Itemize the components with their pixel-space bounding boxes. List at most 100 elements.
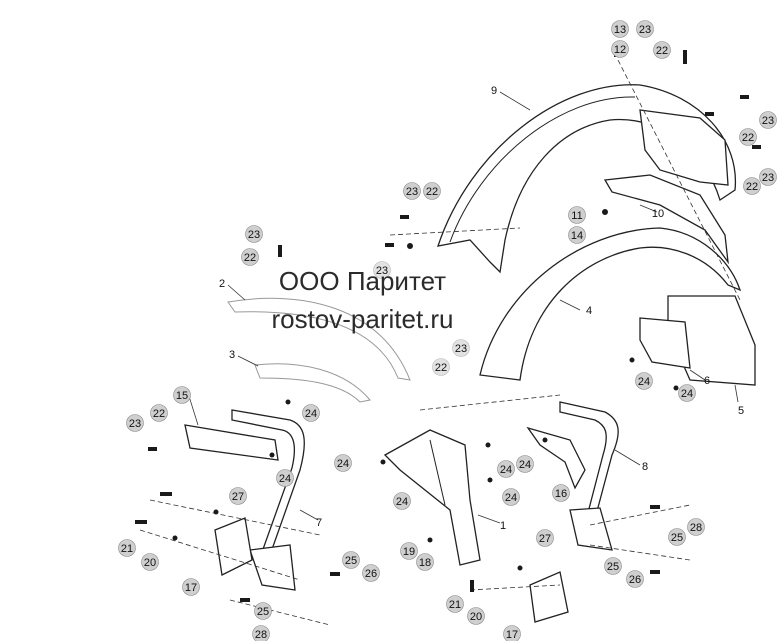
callout-27: 27 [536, 529, 554, 547]
panel-part-3 [254, 363, 371, 403]
callout-2: 2 [219, 278, 225, 290]
leader-lines [187, 91, 739, 524]
svg-text:22: 22 [244, 252, 256, 264]
callout-7: 7 [316, 517, 322, 529]
svg-text:23: 23 [762, 115, 774, 127]
svg-text:22: 22 [426, 186, 438, 198]
callout-24: 24 [502, 488, 520, 506]
svg-text:20: 20 [144, 557, 156, 569]
callout-25: 25 [342, 551, 360, 569]
callout-22: 22 [743, 177, 761, 195]
watermark-company: ООО Паритет [278, 266, 447, 296]
callout-11: 11 [568, 206, 586, 224]
svg-text:20: 20 [470, 611, 482, 623]
callout-16: 16 [552, 484, 570, 502]
callout-22: 22 [423, 182, 441, 200]
svg-text:17: 17 [506, 629, 518, 641]
callout-23: 23 [636, 20, 654, 38]
svg-text:22: 22 [153, 408, 165, 420]
svg-text:22: 22 [742, 132, 754, 144]
callout-9: 9 [491, 85, 497, 97]
svg-text:23: 23 [406, 186, 418, 198]
callout-8: 8 [642, 461, 648, 473]
callout-28: 28 [252, 625, 270, 641]
callout-26: 26 [626, 570, 644, 588]
svg-text:13: 13 [614, 24, 626, 36]
svg-text:23: 23 [762, 172, 774, 184]
callout-25: 25 [604, 557, 622, 575]
callout-27: 27 [229, 487, 247, 505]
svg-text:24: 24 [305, 408, 317, 420]
svg-text:22: 22 [746, 181, 758, 193]
callout-23: 23 [759, 168, 777, 186]
callout-3: 3 [229, 349, 235, 361]
svg-text:11: 11 [571, 210, 582, 222]
callout-10: 10 [652, 208, 664, 220]
svg-text:24: 24 [505, 492, 517, 504]
panel-part-2 [227, 297, 411, 381]
callout-12: 12 [611, 40, 629, 58]
callout-19: 19 [400, 542, 418, 560]
svg-text:19: 19 [403, 546, 415, 558]
callout-24: 24 [334, 454, 352, 472]
callout-24: 24 [635, 372, 653, 390]
fender-part-9 [437, 84, 737, 274]
callout-26: 26 [362, 564, 380, 582]
svg-text:21: 21 [121, 543, 133, 555]
svg-text:25: 25 [257, 606, 269, 618]
callout-25: 25 [254, 602, 272, 620]
bracket-part-6 [639, 317, 691, 369]
callout-17: 17 [182, 578, 200, 596]
callout-24: 24 [276, 469, 294, 487]
svg-text:26: 26 [629, 574, 641, 586]
plate-part-17-left [214, 517, 253, 576]
svg-text:28: 28 [255, 629, 267, 641]
central-bracket-part-1 [383, 429, 481, 566]
callout-22: 22 [739, 128, 757, 146]
svg-text:24: 24 [681, 388, 693, 400]
callout-4: 4 [586, 305, 592, 317]
callout-24: 24 [497, 460, 515, 478]
callout-15: 15 [173, 386, 191, 404]
svg-text:24: 24 [638, 376, 650, 388]
svg-text:27: 27 [539, 533, 551, 545]
svg-text:22: 22 [656, 45, 668, 57]
svg-text:23: 23 [376, 265, 388, 277]
svg-text:17: 17 [185, 582, 197, 594]
callout-24: 24 [678, 384, 696, 402]
svg-text:25: 25 [671, 532, 683, 544]
svg-text:12: 12 [614, 44, 626, 56]
svg-text:22: 22 [435, 362, 447, 374]
svg-text:23: 23 [248, 229, 260, 241]
plate-part-17-right [529, 571, 569, 623]
callout-23: 23 [245, 225, 263, 243]
svg-text:28: 28 [690, 522, 702, 534]
svg-text:16: 16 [555, 488, 567, 500]
svg-text:23: 23 [129, 418, 141, 430]
svg-text:25: 25 [607, 561, 619, 573]
callout-23: 23 [759, 111, 777, 129]
callout-24: 24 [393, 492, 411, 510]
plain-callouts: 9 2 3 4 5 6 7 8 10 1 [219, 85, 744, 532]
callout-17: 17 [503, 625, 521, 641]
svg-text:27: 27 [232, 491, 244, 503]
svg-text:25: 25 [345, 555, 357, 567]
part-16 [526, 426, 586, 490]
callout-21: 21 [446, 595, 464, 613]
callout-23: 23 [452, 339, 470, 357]
watermark-site: rostov-paritet.ru [271, 304, 454, 334]
svg-text:24: 24 [337, 458, 349, 470]
callout-20: 20 [467, 607, 485, 625]
callout-24: 24 [516, 455, 534, 473]
callout-23: 23 [403, 182, 421, 200]
callout-23: 23 [373, 261, 391, 279]
assembly-lines [139, 59, 741, 626]
svg-text:24: 24 [279, 473, 291, 485]
callout-6: 6 [704, 375, 710, 387]
svg-text:15: 15 [176, 390, 188, 402]
fender-part-4 [479, 227, 742, 381]
svg-text:26: 26 [365, 568, 377, 580]
svg-text:14: 14 [571, 230, 583, 242]
callout-22: 22 [241, 248, 259, 266]
